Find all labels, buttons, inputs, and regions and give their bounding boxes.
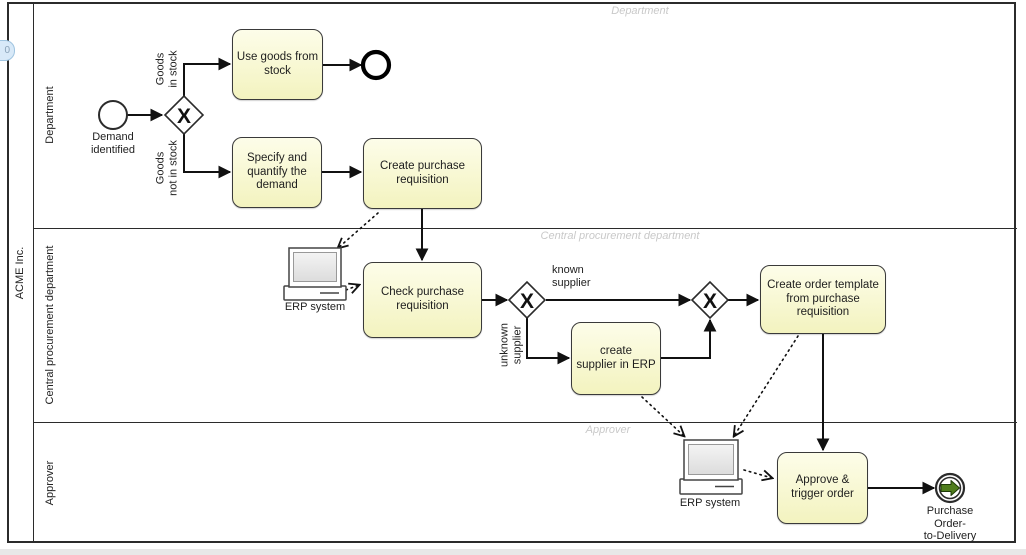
gateway-x-symbol: X (520, 290, 534, 313)
gateway-x-symbol: X (703, 290, 717, 313)
flow-unknown-supplier[interactable] (526, 318, 571, 365)
gateway-supplier-merge[interactable]: X (690, 280, 730, 320)
assoc-create-requisition-to-erp1[interactable] (338, 212, 379, 248)
task-create-supplier-in-erp[interactable]: create supplier in ERP (571, 322, 661, 395)
computer-screen (688, 444, 734, 475)
computer-screen (293, 252, 337, 282)
green-link-arrow-icon (940, 480, 960, 496)
erp-system-label-approver: ERP system (679, 497, 741, 509)
zoom-badge[interactable]: 0 (0, 40, 15, 61)
watermark-department: Department (611, 5, 669, 17)
watermark-central-procurement: Central procurement department (540, 230, 700, 242)
flow-gateway-to-specify[interactable] (183, 134, 232, 179)
pool-label-divider (33, 2, 34, 543)
zoom-badge-text: 0 (4, 45, 10, 56)
edge-label-goods-in-stock: Goods in stock (154, 50, 179, 88)
task-create-purchase-requisition[interactable]: Create purchase requisition (363, 138, 482, 209)
task-use-goods-from-stock[interactable]: Use goods from stock (232, 29, 323, 100)
edge-label-goods-not-in-stock: Goods not in stock (154, 140, 179, 196)
end-event-circle[interactable] (360, 49, 392, 81)
task-specify-and-quantify-demand[interactable]: Specify and quantify the demand (232, 137, 322, 208)
erp-system-label-central: ERP system (284, 301, 346, 313)
gateway-diamond[interactable] (690, 280, 730, 320)
canvas-bottom-edge (0, 549, 1026, 555)
gateway-diamond[interactable] (507, 280, 547, 320)
watermark-approver: Approver (585, 424, 631, 436)
edge-label-unknown-supplier: unknown supplier (498, 322, 523, 368)
task-create-order-template[interactable]: Create order template from purchase requ… (760, 265, 886, 334)
erp-system-icon-central[interactable] (283, 247, 347, 301)
end-event-purchase-order-to-delivery[interactable] (934, 472, 966, 504)
gateway-diamond[interactable] (163, 94, 205, 136)
start-event-circle[interactable] (98, 100, 128, 130)
gateway-goods-in-stock[interactable]: X (163, 94, 205, 136)
assoc-erp2-to-approve[interactable] (743, 469, 772, 478)
pool-acme[interactable] (7, 2, 1016, 543)
end-event-label: Purchase Order- to-Delivery (923, 505, 977, 543)
flow-create-supplier-to-gateway3[interactable] (661, 318, 717, 359)
end-event-goods-used[interactable] (360, 49, 392, 81)
assoc-erp1-to-check-requisition[interactable] (345, 285, 359, 290)
assoc-create-supplier-to-erp2[interactable] (641, 396, 684, 436)
task-approve-and-trigger-order[interactable]: Approve & trigger order (777, 452, 868, 524)
lane-divider-1 (33, 228, 1017, 229)
edge-label-known-supplier: known supplier (552, 264, 591, 289)
assoc-order-template-to-erp2[interactable] (734, 335, 799, 436)
lane-divider-2 (33, 422, 1017, 423)
gateway-x-symbol: X (177, 105, 191, 128)
task-check-purchase-requisition[interactable]: Check purchase requisition (363, 262, 482, 338)
start-event-label: Demand identified (90, 131, 136, 156)
start-event-demand-identified[interactable] (98, 100, 128, 130)
erp-system-icon-approver[interactable] (679, 439, 743, 495)
gateway-supplier-split[interactable]: X (507, 280, 547, 320)
flow-gateway-to-use-goods[interactable] (183, 57, 232, 96)
